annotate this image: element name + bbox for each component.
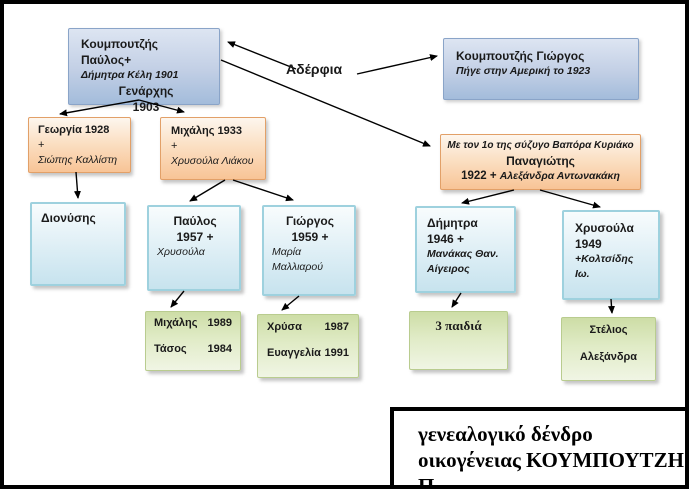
arrow-michalis-to-pavlos xyxy=(189,179,226,202)
child-row: Χρύσα 1987 xyxy=(267,320,349,335)
node-pavlos-1957: Παύλος 1957 + Χρυσούλα xyxy=(147,205,241,291)
arrow-dimitra-to-children xyxy=(451,292,462,308)
node-children-chrysoula: Στέλιος Αλεξάνδρα xyxy=(561,317,656,381)
child-year: 1984 xyxy=(207,342,232,355)
plus-sign: + xyxy=(171,139,178,152)
person-note: Πήγε στην Αμερική το 1923 xyxy=(456,65,591,78)
node-children-pavlos: Μιχάλης 1989 Τάσος 1984 xyxy=(145,311,241,371)
title-line: Π xyxy=(418,474,435,489)
person-name: Κουμπουτζής Γιώργος xyxy=(456,49,585,63)
person-spouse: Σιώπης Καλλίστη xyxy=(38,153,118,166)
node-giorgos-emigrant: Κουμπουτζής Γιώργος Πήγε στην Αμερική το… xyxy=(443,38,639,100)
person-spouse: Μανάκας Θαν. xyxy=(427,248,499,261)
node-giorgos-1959: Γιώργος 1959 + Μαρία Μαλλιαρού xyxy=(262,205,356,296)
node-georgia: Γεωργία 1928 + Σιώπης Καλλίστη xyxy=(28,117,131,173)
arrow-giorgos-to-children xyxy=(281,295,300,311)
node-michalis: Μιχάλης 1933 + Χρυσούλα Λιάκου xyxy=(160,117,266,180)
person-name: Μιχάλης 1933 xyxy=(171,125,243,137)
child-name: Τάσος xyxy=(154,342,187,355)
arrow-siblings-to-george xyxy=(356,54,438,75)
child-name: Χρύσα xyxy=(267,321,302,333)
person-name: Γεωργία 1928 xyxy=(38,124,110,136)
person-name: Παναγιώτης xyxy=(506,153,575,168)
arrow-georgia-to-dionysis xyxy=(73,171,81,199)
person-year: 1959 + xyxy=(291,230,329,245)
node-children-giorgos: Χρύσα 1987 Ευαγγελία 1991 xyxy=(257,314,359,378)
child-name: Μιχάλης xyxy=(154,317,198,329)
child-row: Ευαγγελία 1991 xyxy=(267,346,349,361)
person-year: 1957 + xyxy=(176,230,214,245)
node-dionysis: Διονύσης xyxy=(30,202,126,286)
person-spouse: Χρυσούλα Λιάκου xyxy=(171,154,254,167)
person-spouse: +Κολτσίδης xyxy=(575,253,634,266)
node-children-dimitra: 3 παιδιά xyxy=(409,311,508,370)
person-name: Κουμπουτζής Παύλος+ xyxy=(81,37,159,68)
node-panagiotis: Με τον 1ο της σύζυγο Βαπόρα Κυριάκο Πανα… xyxy=(440,134,641,190)
person-spouse: Μαρία xyxy=(272,246,302,259)
arrow-michalis-to-giorgos xyxy=(232,179,294,202)
person-name: Διονύσης xyxy=(41,211,96,225)
person-spouse: Αίγειρος xyxy=(427,262,470,275)
child-year: 1987 xyxy=(324,321,349,333)
arrow-panagiotis-to-dimitra xyxy=(461,189,515,205)
arrow-panagiotis-to-chrysoula xyxy=(539,189,601,209)
siblings-label: Αδέρφια xyxy=(286,61,343,77)
title-line: γενεαλογικό δένδρο xyxy=(418,422,593,446)
node-chrysoula: Χρυσούλα 1949 +Κολτσίδης Ιω. xyxy=(562,210,660,300)
node-dimitra: Δήμητρα 1946 + Μανάκας Θαν. Αίγειρος xyxy=(415,206,516,293)
arrow-chrysoula-to-children xyxy=(608,298,615,314)
node-root-pavlos: Κουμπουτζής Παύλος+ Δήμητρα Κέλη 1901 Γε… xyxy=(68,28,220,114)
child-name: Αλεξάνδρα xyxy=(579,350,638,363)
child-name: Στέλιος xyxy=(589,324,628,336)
child-year: 1989 xyxy=(207,317,232,329)
title-line: οικογένειας ΚΟΥΜΠΟΥΤΖΗ xyxy=(418,448,684,472)
children-count: 3 παιδιά xyxy=(435,318,482,333)
child-row: Μιχάλης 1989 xyxy=(154,316,232,331)
person-year: 1949 xyxy=(575,237,602,252)
person-year: 1922 + xyxy=(461,169,497,182)
person-spouse: Αλεξάνδρα Αντωνακάκη xyxy=(499,169,620,182)
person-year: 1903 xyxy=(132,99,160,114)
child-row: Τάσος 1984 xyxy=(154,342,232,357)
child-name: Ευαγγελία xyxy=(267,346,321,359)
person-spouse: Χρυσούλα xyxy=(157,246,205,259)
person-name: Δήμητρα xyxy=(427,216,478,230)
person-name: Παύλος xyxy=(173,214,217,228)
diagram-title-box: γενεαλογικό δένδρο οικογένειας ΚΟΥΜΠΟΥΤΖ… xyxy=(390,407,689,489)
arrow-pavlos-to-children xyxy=(170,290,185,308)
child-year: 1991 xyxy=(324,346,349,359)
person-spouse: Δήμητρα Κέλη 1901 xyxy=(81,69,179,82)
person-spouse: Ιω. xyxy=(575,267,590,280)
person-year: 1946 + xyxy=(427,232,465,247)
person-role: Γενάρχης xyxy=(118,83,174,98)
person-note: Με τον 1ο της σύζυγο Βαπόρα Κυριάκο xyxy=(447,140,634,151)
plus-sign: + xyxy=(38,138,45,151)
person-name: Χρυσούλα xyxy=(575,221,634,235)
person-spouse: Μαλλιαρού xyxy=(272,260,324,273)
person-name: Γιώργος xyxy=(286,214,334,228)
